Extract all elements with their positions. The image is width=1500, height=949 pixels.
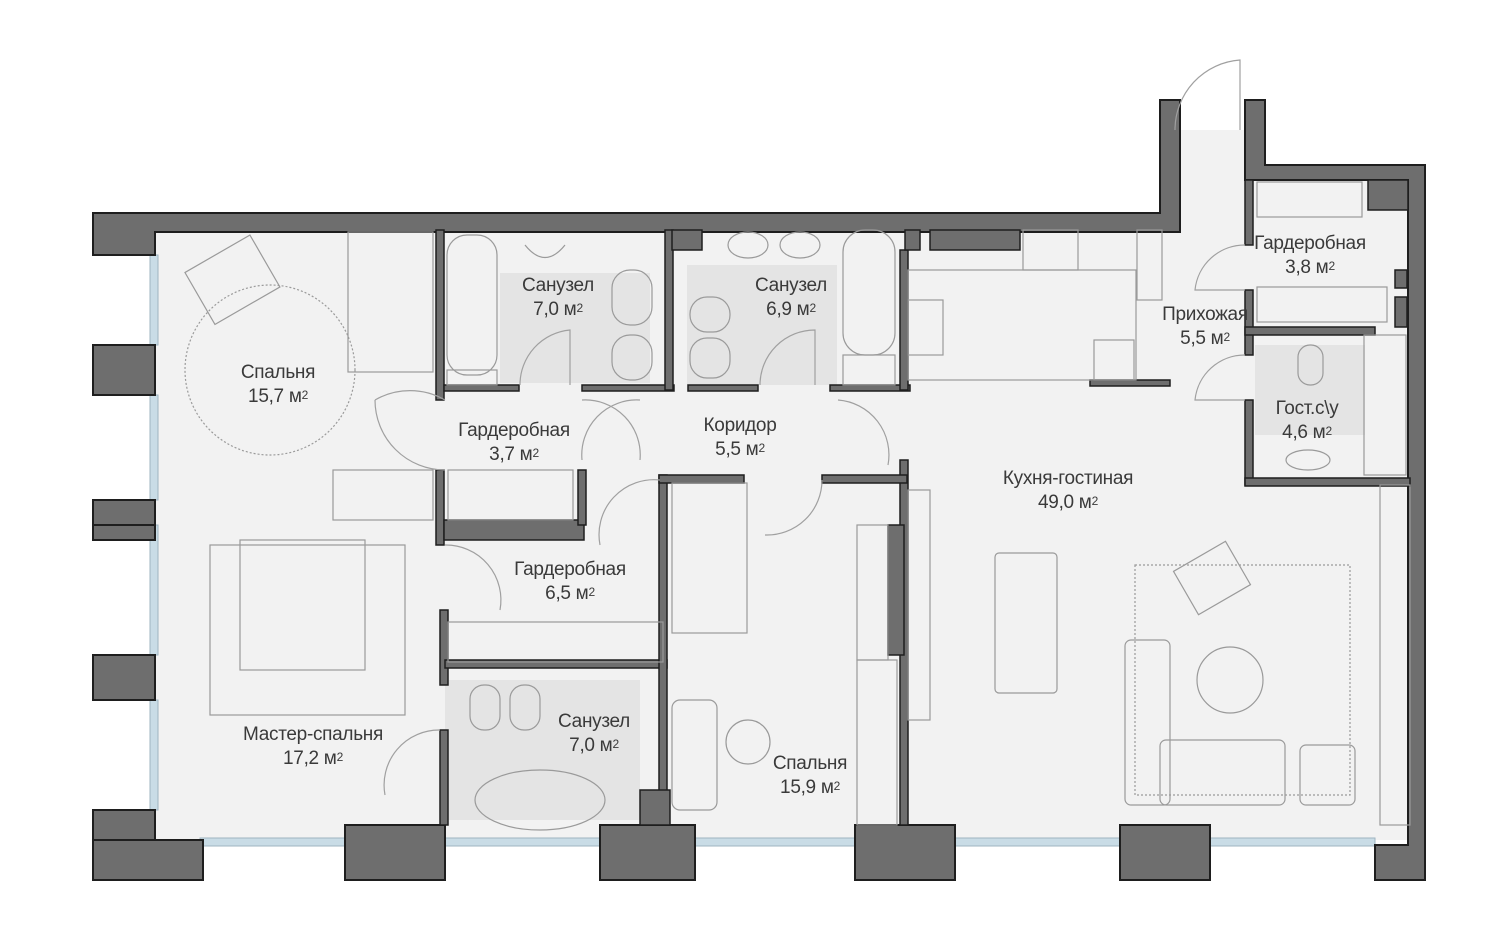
room-area: 6,9 м2 bbox=[766, 299, 816, 320]
room-label-wardrobe-3: Гардеробная 3,8 м2 bbox=[1254, 232, 1366, 280]
room-label-wardrobe-2: Гардеробная 6,5 м2 bbox=[514, 558, 626, 606]
room-name: Спальня bbox=[240, 362, 316, 383]
room-name: Санузел bbox=[755, 275, 827, 296]
room-area: 7,0 м2 bbox=[569, 735, 619, 756]
room-label-bedroom-1: Спальня 15,7 м2 bbox=[240, 361, 316, 409]
fixtures bbox=[184, 181, 1411, 831]
room-area: 3,7 м2 bbox=[489, 444, 539, 465]
room-label-bathroom-3: Санузел 7,0 м2 bbox=[558, 710, 630, 758]
room-label-kitchen-living: Кухня-гостиная 49,0 м2 bbox=[1002, 467, 1134, 515]
room-area: 5,5 м2 bbox=[1180, 328, 1230, 349]
interior-walls bbox=[435, 179, 1411, 826]
room-label-bathroom-1: Санузел 7,0 м2 bbox=[522, 274, 594, 322]
room-label-guest-wc: Гост.с\у 4,6 м2 bbox=[1276, 397, 1339, 445]
room-name: Санузел bbox=[558, 711, 630, 732]
room-name: Гардеробная bbox=[1254, 233, 1366, 254]
wet-zone-floors bbox=[445, 265, 1365, 820]
room-label-corridor: Коридор 5,5 м2 bbox=[704, 414, 777, 462]
room-label-master-bedroom: Мастер-спальня 17,2 м2 bbox=[243, 723, 383, 771]
room-name: Коридор bbox=[703, 415, 777, 436]
room-area: 5,5 м2 bbox=[715, 439, 765, 460]
room-name: Прихожая bbox=[1162, 304, 1248, 325]
room-label-wardrobe-1: Гардеробная 3,7 м2 bbox=[458, 419, 570, 467]
room-area: 7,0 м2 bbox=[533, 299, 583, 320]
room-area: 3,8 м2 bbox=[1285, 257, 1335, 278]
room-name: Гост.с\у bbox=[1275, 398, 1339, 419]
room-area: 4,6 м2 bbox=[1282, 422, 1332, 443]
room-name: Спальня bbox=[772, 753, 848, 774]
room-label-bedroom-2: Спальня 15,9 м2 bbox=[772, 752, 848, 800]
room-area: 15,7 м2 bbox=[248, 386, 308, 407]
exterior-walls bbox=[92, 99, 1426, 881]
room-label-bathroom-2: Санузел 6,9 м2 bbox=[755, 274, 827, 322]
door-swings bbox=[374, 59, 1246, 796]
room-name: Мастер-спальня bbox=[243, 724, 383, 745]
room-name: Санузел bbox=[522, 275, 594, 296]
room-area: 17,2 м2 bbox=[283, 748, 343, 769]
room-area: 49,0 м2 bbox=[1038, 492, 1098, 513]
room-name: Гардеробная bbox=[458, 420, 570, 441]
room-name: Кухня-гостиная bbox=[1002, 468, 1134, 489]
room-area: 6,5 м2 bbox=[545, 583, 595, 604]
room-area: 15,9 м2 bbox=[780, 777, 840, 798]
room-name: Гардеробная bbox=[514, 559, 626, 580]
room-label-hallway: Прихожая 5,5 м2 bbox=[1162, 303, 1248, 351]
